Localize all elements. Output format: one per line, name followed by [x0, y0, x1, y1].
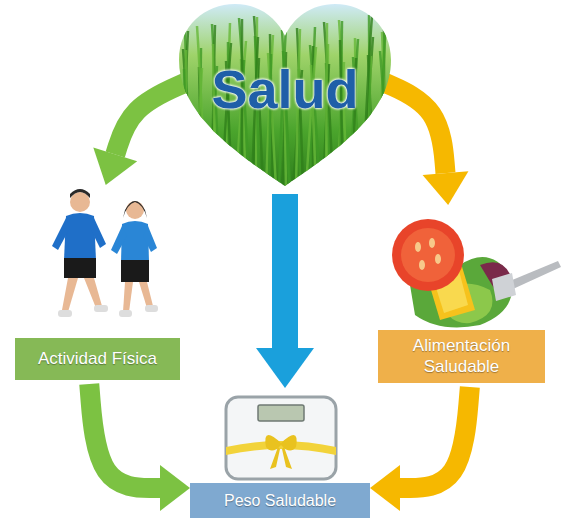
green-arrow	[89, 384, 190, 511]
arrow-head	[423, 171, 469, 205]
runners-picture	[30, 188, 175, 338]
green-arrow	[93, 82, 187, 185]
arrow-shaft	[89, 384, 160, 488]
activity-node: Actividad Física	[15, 185, 180, 380]
node-label: Actividad Física	[15, 338, 180, 380]
node-label: Peso Saludable	[190, 483, 370, 518]
arrow-head	[256, 348, 314, 388]
arrow-head	[93, 148, 137, 185]
arrow-shaft	[400, 387, 470, 488]
yellow-arrow	[383, 82, 468, 205]
weight-node: Peso Saludable	[190, 388, 370, 518]
blue-arrow	[256, 194, 314, 388]
arrow-shaft	[272, 194, 298, 348]
arrow-head	[160, 465, 190, 511]
arrow-head	[370, 465, 400, 511]
scale-picture	[222, 395, 340, 481]
node-label: Alimentación Saludable	[378, 330, 545, 383]
arrow-shaft	[115, 82, 187, 154]
food-node: Alimentación Saludable	[378, 205, 545, 383]
arrow-shaft	[383, 82, 445, 173]
yellow-arrow	[370, 387, 470, 511]
heart-node: Salud	[175, 2, 395, 188]
salad-picture	[380, 215, 566, 335]
node-label: Salud	[175, 2, 395, 119]
